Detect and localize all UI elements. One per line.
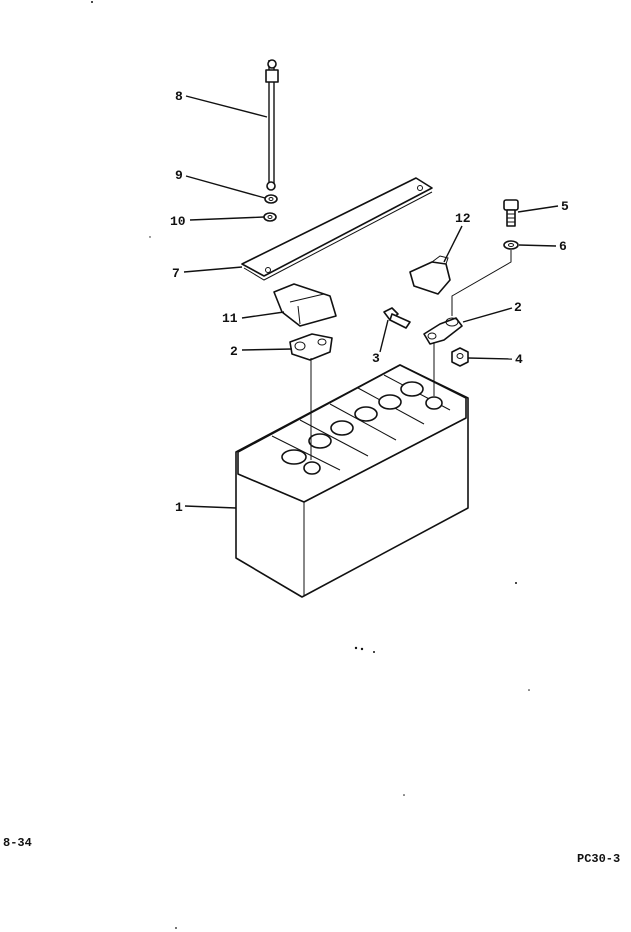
callout-12: 12	[455, 211, 471, 226]
callout-2-right: 2	[514, 300, 522, 315]
bolt-3	[383, 307, 411, 329]
rod	[265, 59, 279, 191]
scan-specks	[91, 1, 530, 929]
callout-2-left: 2	[230, 344, 238, 359]
callout-6: 6	[559, 239, 567, 254]
callout-7: 7	[172, 266, 180, 281]
callout-11: 11	[222, 311, 238, 326]
battery	[235, 364, 469, 598]
leader-lines	[183, 95, 559, 509]
battery-posts	[303, 396, 443, 475]
hold-down-bracket	[241, 177, 433, 281]
callout-3: 3	[372, 351, 380, 366]
washer-6	[503, 240, 519, 250]
battery-caps	[281, 381, 424, 465]
terminal-cover-11	[273, 283, 337, 327]
callout-8: 8	[175, 89, 183, 104]
callout-1: 1	[175, 500, 183, 515]
assembly-line-right	[451, 250, 512, 316]
washer-10	[263, 212, 277, 222]
callout-5: 5	[561, 199, 569, 214]
callout-9: 9	[175, 168, 183, 183]
terminal-clamp-left	[289, 333, 333, 460]
washer-9	[264, 194, 278, 204]
model-code: PC30-3	[577, 852, 621, 866]
page-number: 8-34	[3, 836, 32, 850]
callout-10: 10	[170, 214, 186, 229]
callout-4: 4	[515, 352, 523, 367]
terminal-clamp-right	[423, 317, 463, 396]
bolt-5	[503, 199, 519, 227]
terminal-cover-12	[409, 255, 451, 295]
nut-4	[451, 347, 469, 367]
